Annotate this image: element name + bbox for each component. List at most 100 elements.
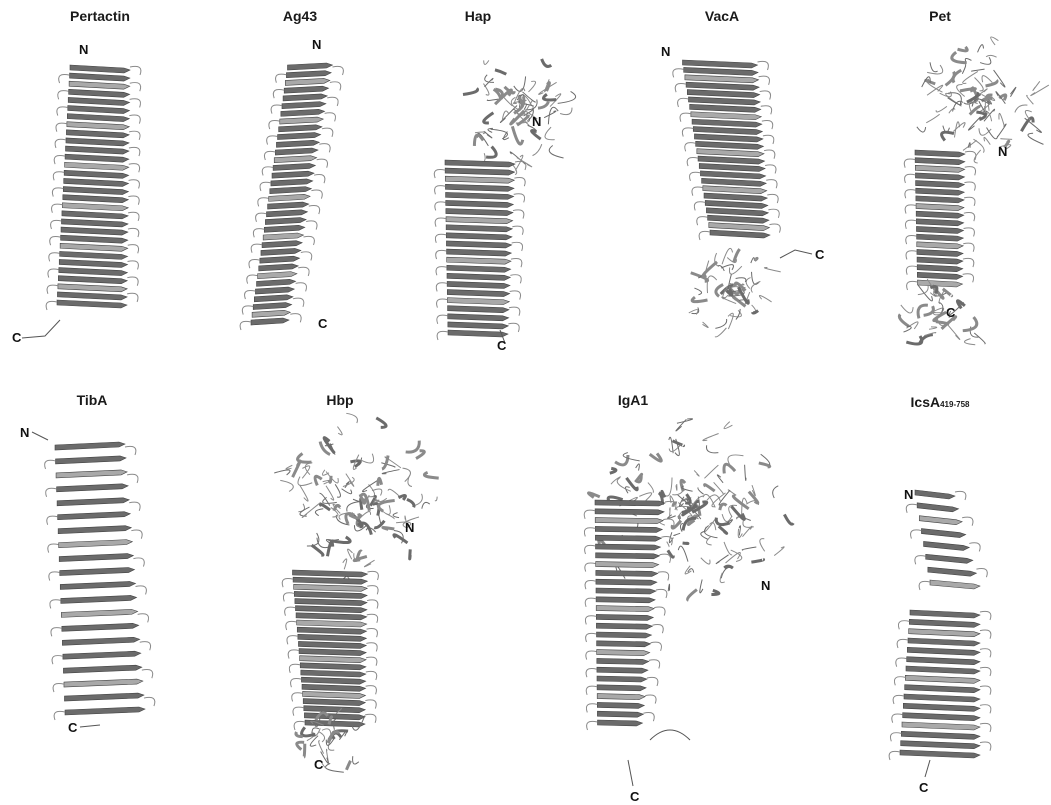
pertactin-helix-loop — [53, 172, 64, 181]
pertactin-helix-loop — [128, 261, 139, 270]
iga1-helix-loop — [587, 721, 598, 730]
pet-domain-coil — [998, 124, 1006, 136]
hbp-helix-strand — [299, 649, 366, 656]
iga1-domain-coil — [668, 584, 669, 591]
iga1-domain-coil — [667, 542, 669, 547]
hbp-helix-strand — [301, 670, 366, 677]
icsa-helix-loop — [980, 705, 991, 714]
hap-helix-strand — [447, 273, 510, 280]
iga1-domain-coil — [688, 590, 697, 601]
vaca-helix-loop — [769, 224, 780, 233]
pertactin-helix-strand — [63, 187, 128, 195]
vaca-helix-loop — [697, 217, 708, 226]
pertactin-helix-loop — [49, 253, 60, 262]
ag43-helix-strand — [260, 256, 300, 263]
pet-bottom-coil — [934, 312, 946, 321]
pertactin-helix-loop — [130, 66, 141, 75]
hap-domain-coil — [532, 130, 541, 139]
tiba-helix-strand — [60, 581, 135, 589]
pet-domain-coil — [987, 128, 998, 139]
tiba-helix-strand — [62, 637, 139, 645]
hbp-domain-coil — [376, 418, 386, 427]
hap-helix-loop — [435, 218, 446, 227]
hbp-domain-coil — [382, 470, 399, 474]
ag43-helix-strand — [261, 248, 301, 255]
hbp-domain-coil — [361, 454, 374, 463]
vaca-domain-coil — [692, 297, 707, 302]
pertactin-helix-loop — [58, 91, 69, 100]
hbp-helix-loop — [367, 614, 378, 623]
pet-domain-coil — [942, 132, 954, 140]
hbp-domain-coil — [347, 502, 360, 512]
tiba-helix-loop — [45, 460, 56, 469]
vaca-helix-loop — [682, 128, 693, 137]
pertactin-helix-loop — [128, 196, 139, 205]
ag43-helix-loop — [293, 298, 304, 307]
vaca-helix-strand — [694, 134, 762, 142]
tiba-helix-loop — [142, 670, 153, 679]
hap-helix-loop — [508, 323, 519, 332]
hbp-helix-strand — [294, 591, 367, 598]
pertactin-helix-loop — [57, 107, 68, 116]
hap-helix-loop — [435, 186, 446, 195]
pet-helix-strand — [915, 158, 965, 165]
iga1-helix-strand — [597, 702, 644, 708]
pet-helix — [904, 150, 976, 290]
icsa-helix-strand — [903, 703, 980, 711]
hap-domain-coil — [528, 81, 535, 92]
hbp-bottom-coil — [297, 742, 304, 749]
pertactin-helix-loop — [51, 220, 62, 229]
hbp-helix-loop — [291, 679, 302, 688]
ag43-helix-loop — [317, 159, 328, 168]
icsa-helix-strand — [905, 675, 980, 683]
pertactin-helix-strand — [59, 268, 128, 276]
pertactin-helix-strand — [66, 130, 129, 138]
pertactin-helix-loop — [127, 277, 138, 286]
vaca-domain — [689, 248, 781, 337]
hap-helix-strand — [446, 225, 512, 232]
hbp-n-label: N — [405, 520, 414, 535]
hbp-domain-coil — [274, 470, 290, 475]
pertactin-helix-loop — [129, 164, 140, 173]
pertactin-helix-strand — [69, 81, 130, 89]
iga1-helix-loop — [585, 581, 596, 590]
vaca-helix-loop — [685, 143, 696, 152]
ag43-helix-loop — [264, 151, 275, 160]
hbp-domain-coil — [407, 499, 414, 507]
hbp-domain-coil — [406, 441, 420, 452]
pet-helix-strand — [916, 204, 964, 211]
ag43-helix-strand — [266, 210, 307, 217]
iga1-domain-coil — [724, 542, 732, 555]
vaca-domain-coil — [722, 248, 732, 264]
pet-domain-coil — [936, 106, 947, 112]
iga1-domain-coil — [615, 455, 628, 465]
hap-helix-strand — [448, 322, 508, 329]
ag43-helix-loop — [296, 283, 307, 292]
tiba-helix-loop — [138, 614, 149, 623]
hbp-domain-coil — [346, 413, 357, 423]
iga1-domain-coil — [742, 547, 756, 550]
ag43-helix-strand — [253, 303, 291, 310]
ag43-c-label: C — [318, 316, 327, 331]
ag43-helix-strand — [273, 163, 315, 170]
hbp-bottom-coil — [304, 744, 305, 758]
ag43-helix-strand — [275, 148, 318, 155]
ag43-helix-strand — [278, 133, 321, 140]
vaca-helix-strand — [702, 178, 767, 186]
hap-helix-loop — [512, 242, 523, 251]
tiba-c-label: C — [68, 720, 77, 735]
iga1-domain-coil — [636, 464, 640, 471]
hap-domain-coil — [548, 107, 558, 124]
pertactin-helix-loop — [129, 115, 140, 124]
hap-domain-coil — [495, 70, 506, 74]
ag43-helix-loop — [267, 136, 278, 145]
hbp-domain-coil — [280, 480, 293, 491]
pertactin-helix-strand — [65, 162, 129, 170]
pet-bottom-coil — [963, 317, 977, 331]
hap-helix-strand — [447, 265, 511, 272]
ag43-helix-strand — [254, 295, 293, 302]
iga1-helix-loop — [584, 528, 595, 537]
iga1-helix-strand — [597, 658, 649, 664]
iga1-domain-coil — [724, 422, 732, 429]
hbp-helix-loop — [285, 607, 296, 616]
